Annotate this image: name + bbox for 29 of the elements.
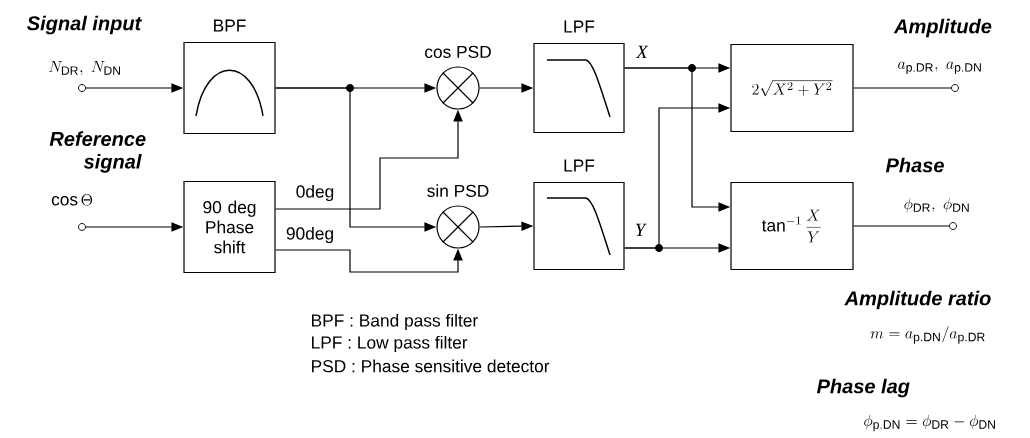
heading: Phase [885,157,944,173]
filter-box: BPF [183,19,276,135]
edge-label: 0deg [294,183,336,203]
heading: Signal input [27,15,142,35]
filter-box: LPF [533,159,625,271]
abbreviation-note: LPF : Low pass filter [312,335,468,353]
heading: Amplitude ratio [844,290,991,310]
formula: $a_{\mathrm{p.DR}},\ a_{\mathrm{p.DN}}$ [898,61,981,75]
abbreviation-note: BPF : Band pass filter [312,313,478,331]
edge-label: 90deg [284,225,336,245]
heading: Phase lag [816,378,910,398]
formula: $\phi_{\mathrm{DR}},\ \phi_{\mathrm{DN}}$ [904,197,969,213]
edge-label: X [634,44,650,60]
computation-box: $\tan^{-1}\frac{X}{Y}$ [730,181,854,271]
abbreviation-note: PSD : Phase sensitive detector [312,359,550,373]
formula: $\phi_{\mathrm{p.DN}} = \phi_{\mathrm{DR}} - \phi_{\mathrm{DN}}$ [864,414,995,432]
formula: $m = a_{\mathrm{p.DN}}/a_{\mathrm{p.DR}}$ [870,326,985,344]
computation-box: $2\sqrt{X^{2}+Y^{2}}$ [730,43,854,133]
filter-box: LPF [533,20,625,134]
line [853,225,950,227]
heading: Amplitude [893,18,992,38]
formula: $N_{\mathrm{DR}},\ N_{\mathrm{DN}}$ [49,61,120,75]
line [853,87,952,89]
node-label: cos PSD [425,45,491,59]
heading: Reference signal [49,131,146,173]
edge-label: Y [633,222,647,238]
formula: $\cos\Theta$ [51,194,93,206]
phase-shift-box: 90 deg Phase shift [183,180,276,274]
node-label: sin PSD [427,184,489,198]
